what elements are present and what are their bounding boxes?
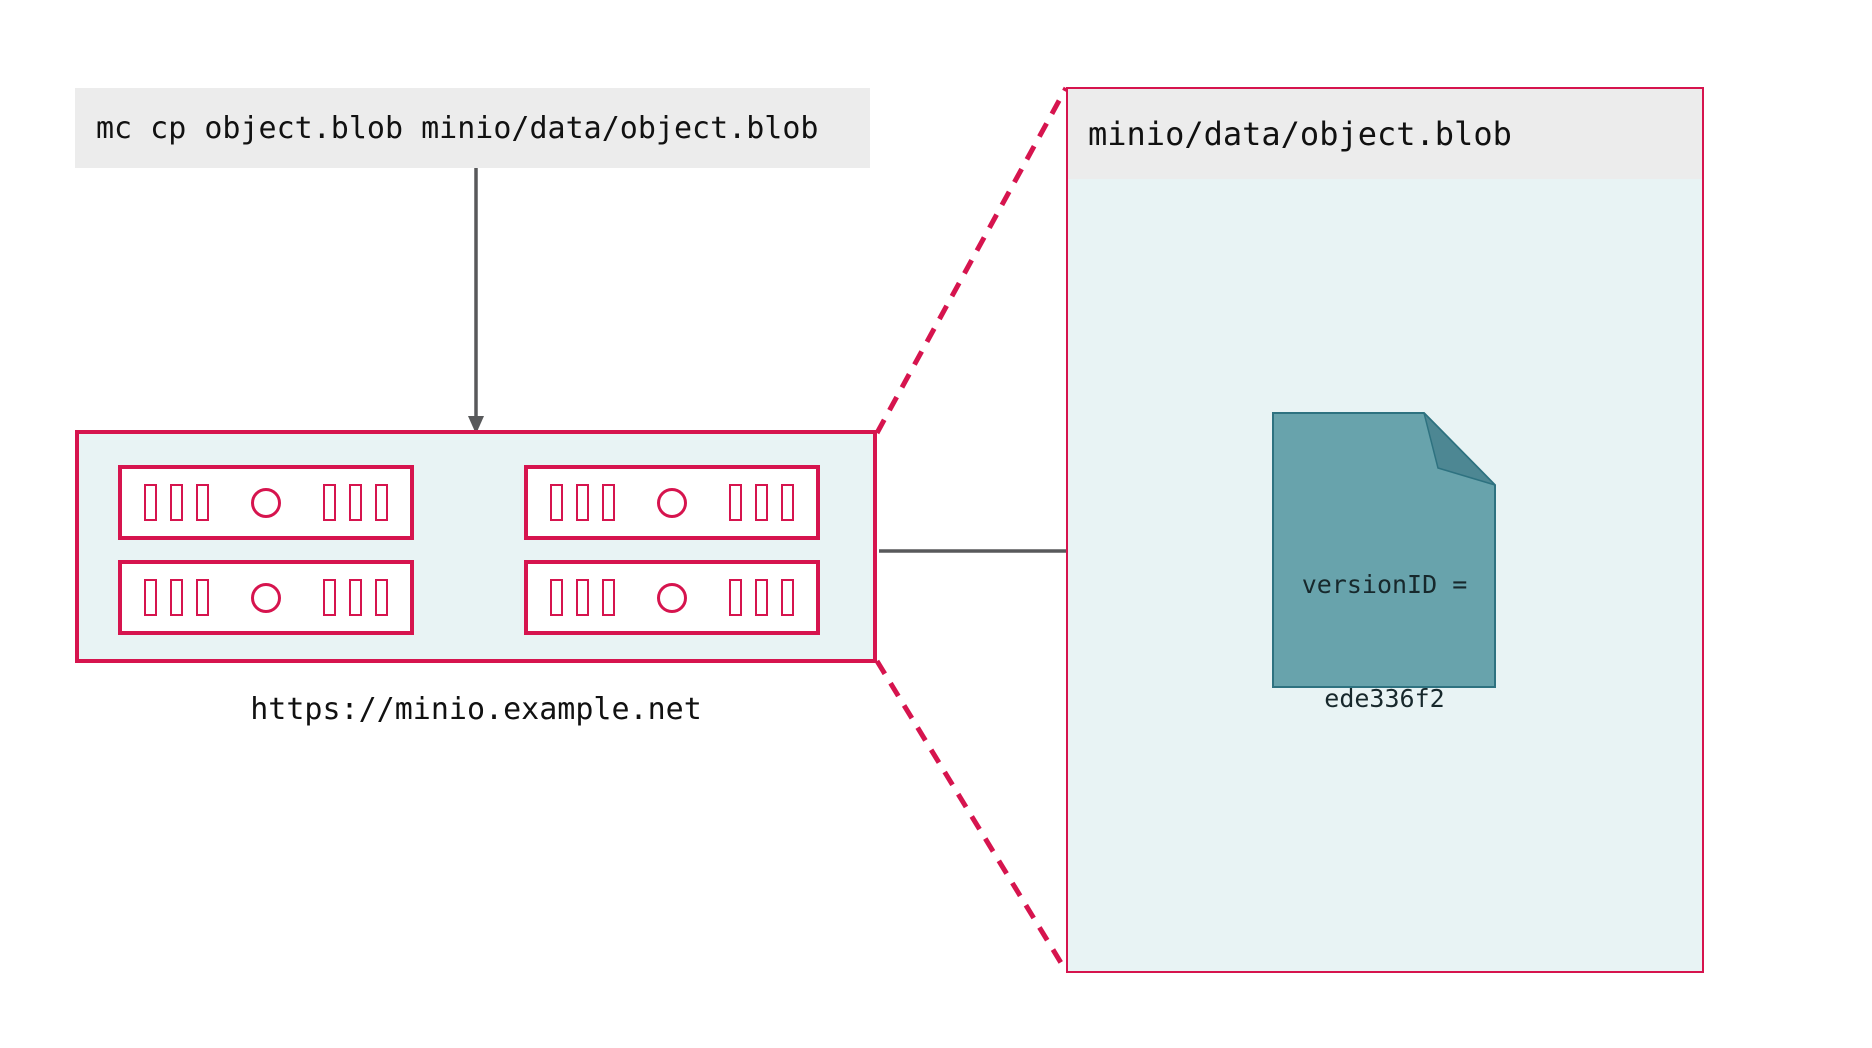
drive-slot-icon <box>144 579 157 616</box>
server-icon <box>524 465 820 540</box>
panel-body: versionID = ede336f2 <box>1068 179 1702 971</box>
object-detail-panel: minio/data/object.blob versionID = ede33… <box>1066 87 1704 973</box>
drive-slot-icon <box>602 579 615 616</box>
drive-slot-icon <box>375 484 388 521</box>
document-fold-corner-icon <box>1422 412 1496 486</box>
document-page <box>1272 412 1496 688</box>
drive-bay-right <box>729 579 794 616</box>
panel-header: minio/data/object.blob <box>1068 89 1702 179</box>
drive-slot-icon <box>576 484 589 521</box>
cluster-url-label: https://minio.example.net <box>250 692 702 727</box>
panel-title: minio/data/object.blob <box>1088 115 1512 153</box>
drive-slot-icon <box>550 484 563 521</box>
drive-slot-icon <box>196 579 209 616</box>
drive-slot-icon <box>375 579 388 616</box>
version-id-text: versionID = ede336f2 <box>1272 490 1497 794</box>
drive-slot-icon <box>729 484 742 521</box>
drive-slot-icon <box>550 579 563 616</box>
drive-bay-left <box>144 484 209 521</box>
zoom-dashed-line-top <box>874 86 1069 435</box>
server-icon <box>118 560 414 635</box>
power-led-icon <box>251 582 281 613</box>
drive-slot-icon <box>323 484 336 521</box>
drive-slot-icon <box>349 579 362 616</box>
drive-slot-icon <box>755 484 768 521</box>
server-icon <box>118 465 414 540</box>
document-icon <box>1272 412 1496 688</box>
drive-slot-icon <box>170 579 183 616</box>
drive-slot-icon <box>170 484 183 521</box>
drive-slot-icon <box>781 579 794 616</box>
command-box: mc cp object.blob minio/data/object.blob <box>75 88 870 168</box>
power-led-icon <box>251 487 281 518</box>
server-icon <box>524 560 820 635</box>
drive-slot-icon <box>144 484 157 521</box>
drive-slot-icon <box>323 579 336 616</box>
drive-slot-icon <box>602 484 615 521</box>
command-text: mc cp object.blob minio/data/object.blob <box>96 110 819 146</box>
drive-slot-icon <box>755 579 768 616</box>
drive-bay-left <box>144 579 209 616</box>
drive-bay-left <box>550 579 615 616</box>
power-led-icon <box>657 487 687 518</box>
power-led-icon <box>657 582 687 613</box>
minio-cluster-box <box>75 430 877 663</box>
zoom-dashed-line-bottom <box>874 659 1069 973</box>
drive-slot-icon <box>576 579 589 616</box>
drive-slot-icon <box>196 484 209 521</box>
drive-slot-icon <box>729 579 742 616</box>
drive-bay-right <box>729 484 794 521</box>
version-id-line1: versionID = <box>1301 570 1468 599</box>
version-id-line2: ede336f2 <box>1324 684 1445 713</box>
drive-slot-icon <box>781 484 794 521</box>
drive-bay-right <box>323 484 388 521</box>
drive-bay-left <box>550 484 615 521</box>
drive-bay-right <box>323 579 388 616</box>
drive-slot-icon <box>349 484 362 521</box>
